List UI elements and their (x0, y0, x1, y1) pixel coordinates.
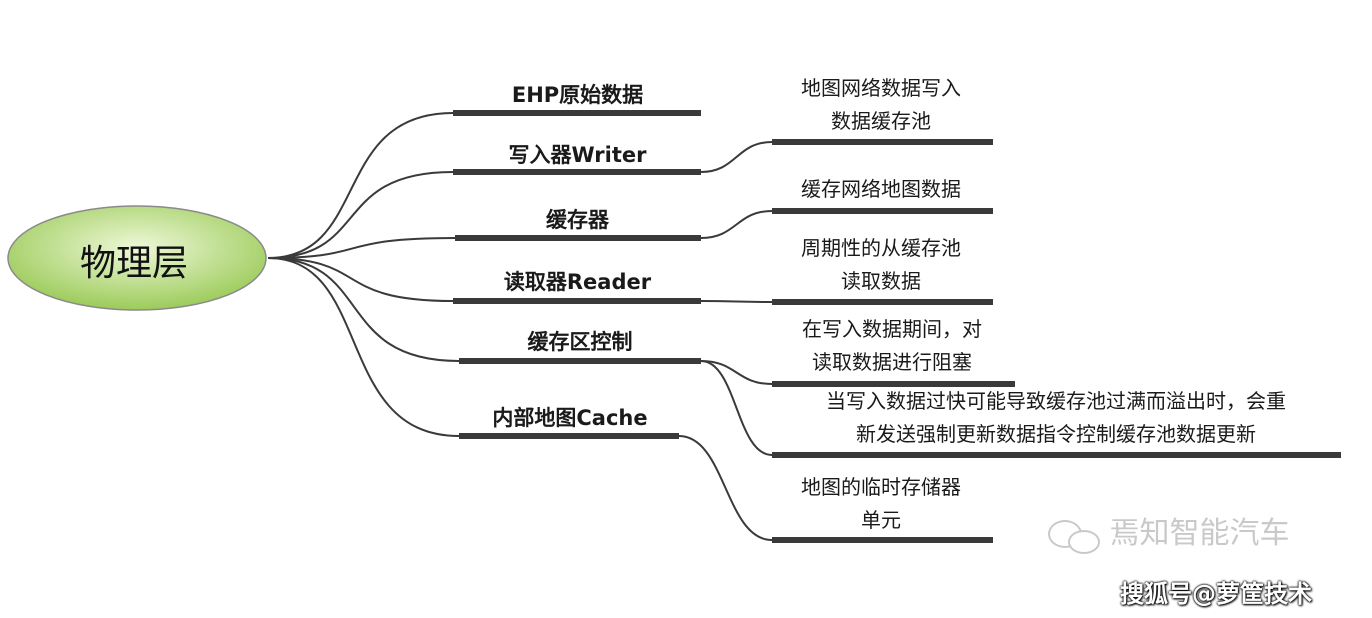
branch-underline (453, 110, 701, 116)
reader-detail: 周期性的从缓存池 读取数据 (772, 232, 990, 298)
buffer-detail: 缓存网络地图数据 (772, 173, 990, 206)
cache-detail-line2: 单元 (861, 508, 901, 532)
branch-underline (453, 298, 701, 304)
root-node (7, 205, 267, 311)
detail-connector (700, 360, 773, 385)
detail-connector (700, 141, 773, 173)
root-branch-connector (267, 171, 454, 259)
root-branch-connector (267, 237, 456, 259)
branch-underline (459, 358, 701, 364)
writer-detail-line2: 数据缓存池 (831, 109, 931, 133)
buffer-detail-line1: 缓存网络地图数据 (801, 177, 961, 201)
buffer-control-detail2-line2: 新发送强制更新数据指令控制缓存池数据更新 (856, 422, 1256, 446)
wechat-icon (1048, 518, 1100, 554)
writer-detail: 地图网络数据写入 数据缓存池 (772, 72, 990, 138)
buffer-control-detail: 在写入数据期间，对 读取数据进行阻塞 (772, 313, 1012, 379)
reader-detail-line1: 周期性的从缓存池 (801, 236, 961, 260)
branch-label-ehp: EHP原始数据 (511, 83, 644, 107)
detail-connector (678, 435, 773, 541)
branch-label-cache: 内部地图Cache (492, 406, 648, 430)
wechat-watermark: 焉知智能汽车 (1048, 508, 1290, 554)
detail-underline (772, 139, 993, 145)
root-branch-connector (267, 112, 454, 259)
detail-connector (700, 210, 773, 239)
branch-label-writer: 写入器Writer (508, 143, 647, 167)
root-branch-connector (267, 257, 454, 302)
cache-detail: 地图的临时存储器 单元 (772, 471, 990, 537)
detail-underline (772, 208, 993, 214)
detail-connector (700, 360, 773, 456)
sohu-watermark: 搜狐号@萝筐技术 (1120, 580, 1312, 608)
detail-underline (772, 452, 1341, 458)
detail-connector (700, 300, 773, 303)
buffer-control-detail-2: 当写入数据过快可能导致缓存池过满而溢出时，会重 新发送强制更新数据指令控制缓存池… (772, 385, 1340, 451)
buffer-control-detail-line1: 在写入数据期间，对 (802, 317, 982, 341)
buffer-control-detail2-line1: 当写入数据过快可能导致缓存池过满而溢出时，会重 (826, 389, 1286, 413)
root-branch-connector (267, 257, 460, 362)
wechat-watermark-text: 焉知智能汽车 (1109, 516, 1290, 551)
branch-label-buffer: 缓存器 (546, 208, 609, 232)
branch-underline (453, 169, 701, 175)
branch-underline (455, 235, 701, 241)
detail-underline (772, 381, 1015, 387)
writer-detail-line1: 地图网络数据写入 (801, 76, 961, 100)
branch-label-reader: 读取器Reader (503, 270, 652, 294)
reader-detail-line2: 读取数据 (841, 269, 921, 293)
branch-label-buffer-control: 缓存区控制 (527, 330, 633, 354)
cache-detail-line1: 地图的临时存储器 (801, 475, 961, 499)
detail-underline (772, 537, 993, 543)
root-label: 物理层 (80, 243, 189, 284)
buffer-control-detail-line2: 读取数据进行阻塞 (812, 350, 972, 374)
root-branch-connector (267, 257, 460, 437)
branch-underline (459, 433, 679, 439)
detail-underline (772, 299, 993, 305)
